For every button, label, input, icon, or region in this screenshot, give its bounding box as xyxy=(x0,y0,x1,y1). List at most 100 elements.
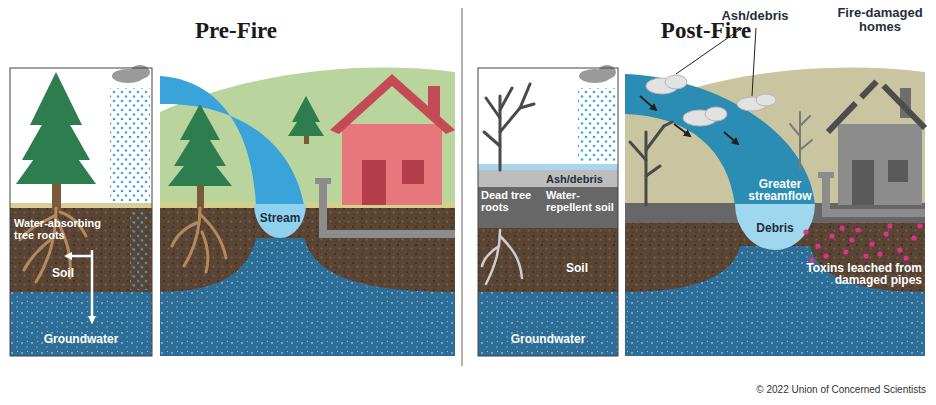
post-fire-landscape-part xyxy=(852,160,874,205)
pre-fire-landscape-part xyxy=(168,146,232,186)
divider xyxy=(462,8,463,366)
toxin-dot xyxy=(815,243,820,248)
toxin-dot xyxy=(917,223,922,228)
callout-label: Ash/debris xyxy=(700,9,810,23)
post-fire-landscape-part-part xyxy=(799,112,801,170)
post-fire-inset-part xyxy=(578,88,616,162)
post-fire-inset-part xyxy=(478,68,618,356)
post-fire-landscape-part-part xyxy=(645,132,648,205)
toxin-dot xyxy=(903,255,908,260)
pre-fire-landscape-part xyxy=(315,178,455,238)
layer-label: Groundwater xyxy=(480,333,616,345)
panel-title: Pre-Fire xyxy=(136,18,336,44)
feature-label: Stream xyxy=(250,212,310,224)
post-fire-landscape-part-part xyxy=(756,94,776,106)
post-fire-landscape-part xyxy=(838,124,922,205)
pre-fire-landscape-part-part xyxy=(319,182,327,238)
post-fire-landscape-part-part xyxy=(822,209,925,217)
pre-fire-inset-part-part xyxy=(91,250,94,322)
post-fire-landscape-part xyxy=(646,75,776,126)
layer-label: Water-repellent soil xyxy=(546,189,616,213)
post-fire-landscape-part xyxy=(625,68,925,205)
post-fire-inset-part xyxy=(478,228,618,292)
toxin-dot xyxy=(843,249,848,254)
pre-fire-inset-part xyxy=(110,88,150,202)
pre-fire-inset-part xyxy=(10,68,152,356)
copyright-note: © 2022 Union of Concerned Scientists xyxy=(690,384,926,396)
toxin-dot xyxy=(883,231,888,236)
post-fire-landscape-part-part xyxy=(664,122,672,126)
post-fire-inset xyxy=(478,65,618,356)
post-fire-inset-part xyxy=(478,68,618,356)
post-fire-landscape-part-part xyxy=(646,166,660,176)
toxin-dot xyxy=(887,223,892,228)
pre-fire-landscape xyxy=(160,68,455,356)
toxin-dot xyxy=(877,251,882,256)
post-fire-inset-part xyxy=(478,292,618,356)
post-fire-landscape-part-part xyxy=(800,140,812,150)
post-fire-landscape-part xyxy=(803,223,922,262)
post-fire-landscape-part xyxy=(888,160,908,182)
post-fire-landscape xyxy=(625,28,925,356)
post-fire-inset-part xyxy=(598,65,616,79)
pre-fire-inset-part xyxy=(10,292,152,356)
post-fire-inset-part xyxy=(478,187,618,228)
post-fire-landscape-part xyxy=(630,122,672,205)
pre-fire-inset-part xyxy=(16,128,96,184)
toxin-dot xyxy=(869,241,874,246)
post-fire-inset-part-part xyxy=(500,84,530,132)
pre-fire-inset-part xyxy=(130,65,150,79)
toxin-dot xyxy=(829,233,834,238)
pre-fire-landscape-part-part xyxy=(288,108,324,136)
post-fire-inset-part-part xyxy=(484,132,500,146)
pre-fire-landscape-part xyxy=(172,208,226,272)
pre-fire-landscape-part xyxy=(160,68,455,205)
post-fire-inset-part-part xyxy=(482,246,499,266)
post-fire-landscape-part-part xyxy=(705,107,727,121)
toxin-dot xyxy=(855,227,860,232)
pre-fire-landscape-part xyxy=(330,74,455,134)
pre-fire-inset-part xyxy=(10,208,152,292)
post-fire-inset-part xyxy=(484,84,534,170)
pre-fire-landscape-part xyxy=(402,160,424,184)
pre-fire-landscape-part-part xyxy=(315,178,331,184)
toxin-dot xyxy=(849,237,854,242)
pre-fire-inset-part-part xyxy=(24,240,50,270)
pre-fire-landscape-part xyxy=(362,160,386,205)
post-fire-inset-part xyxy=(478,170,618,187)
callout-label: Toxins leached from damaged pipes xyxy=(790,262,922,286)
post-fire-landscape-part xyxy=(828,80,925,132)
pre-fire-landscape-part xyxy=(288,96,324,144)
toxin-dot xyxy=(823,253,828,258)
toxin-dot xyxy=(911,235,916,240)
post-fire-inset-part-part xyxy=(500,88,512,110)
post-fire-landscape-part-part xyxy=(818,172,834,178)
pre-fire-inset-part-part xyxy=(66,255,92,258)
pre-fire-landscape-part-part xyxy=(184,208,200,266)
layer-label: Soil xyxy=(52,267,86,279)
pre-fire-inset-part xyxy=(10,203,152,208)
post-fire-landscape-part-part xyxy=(800,116,810,126)
post-fire-landscape-part-part xyxy=(724,132,738,144)
post-fire-landscape-part-part xyxy=(752,28,756,96)
post-fire-landscape-part xyxy=(790,112,812,170)
pre-fire-landscape-part xyxy=(342,124,442,205)
pre-fire-landscape-part xyxy=(160,76,304,205)
feature-label: Debris xyxy=(745,222,805,234)
post-fire-landscape-part xyxy=(818,172,925,217)
post-fire-landscape-part xyxy=(735,204,815,250)
layer-label: Soil xyxy=(566,262,606,274)
toxin-dot xyxy=(897,247,902,252)
post-fire-landscape-part-part xyxy=(674,124,690,136)
toxin-dot xyxy=(803,229,808,234)
callout-label: Water-absorbing tree roots xyxy=(14,217,122,241)
post-fire-landscape-part-part xyxy=(646,126,664,150)
post-fire-inset-part-part xyxy=(500,236,522,278)
post-fire-inset-part-part xyxy=(520,104,534,108)
post-fire-inset-part xyxy=(482,230,522,284)
layer-label: Dead tree roots xyxy=(481,189,537,213)
post-fire-landscape-part-part xyxy=(640,96,656,110)
